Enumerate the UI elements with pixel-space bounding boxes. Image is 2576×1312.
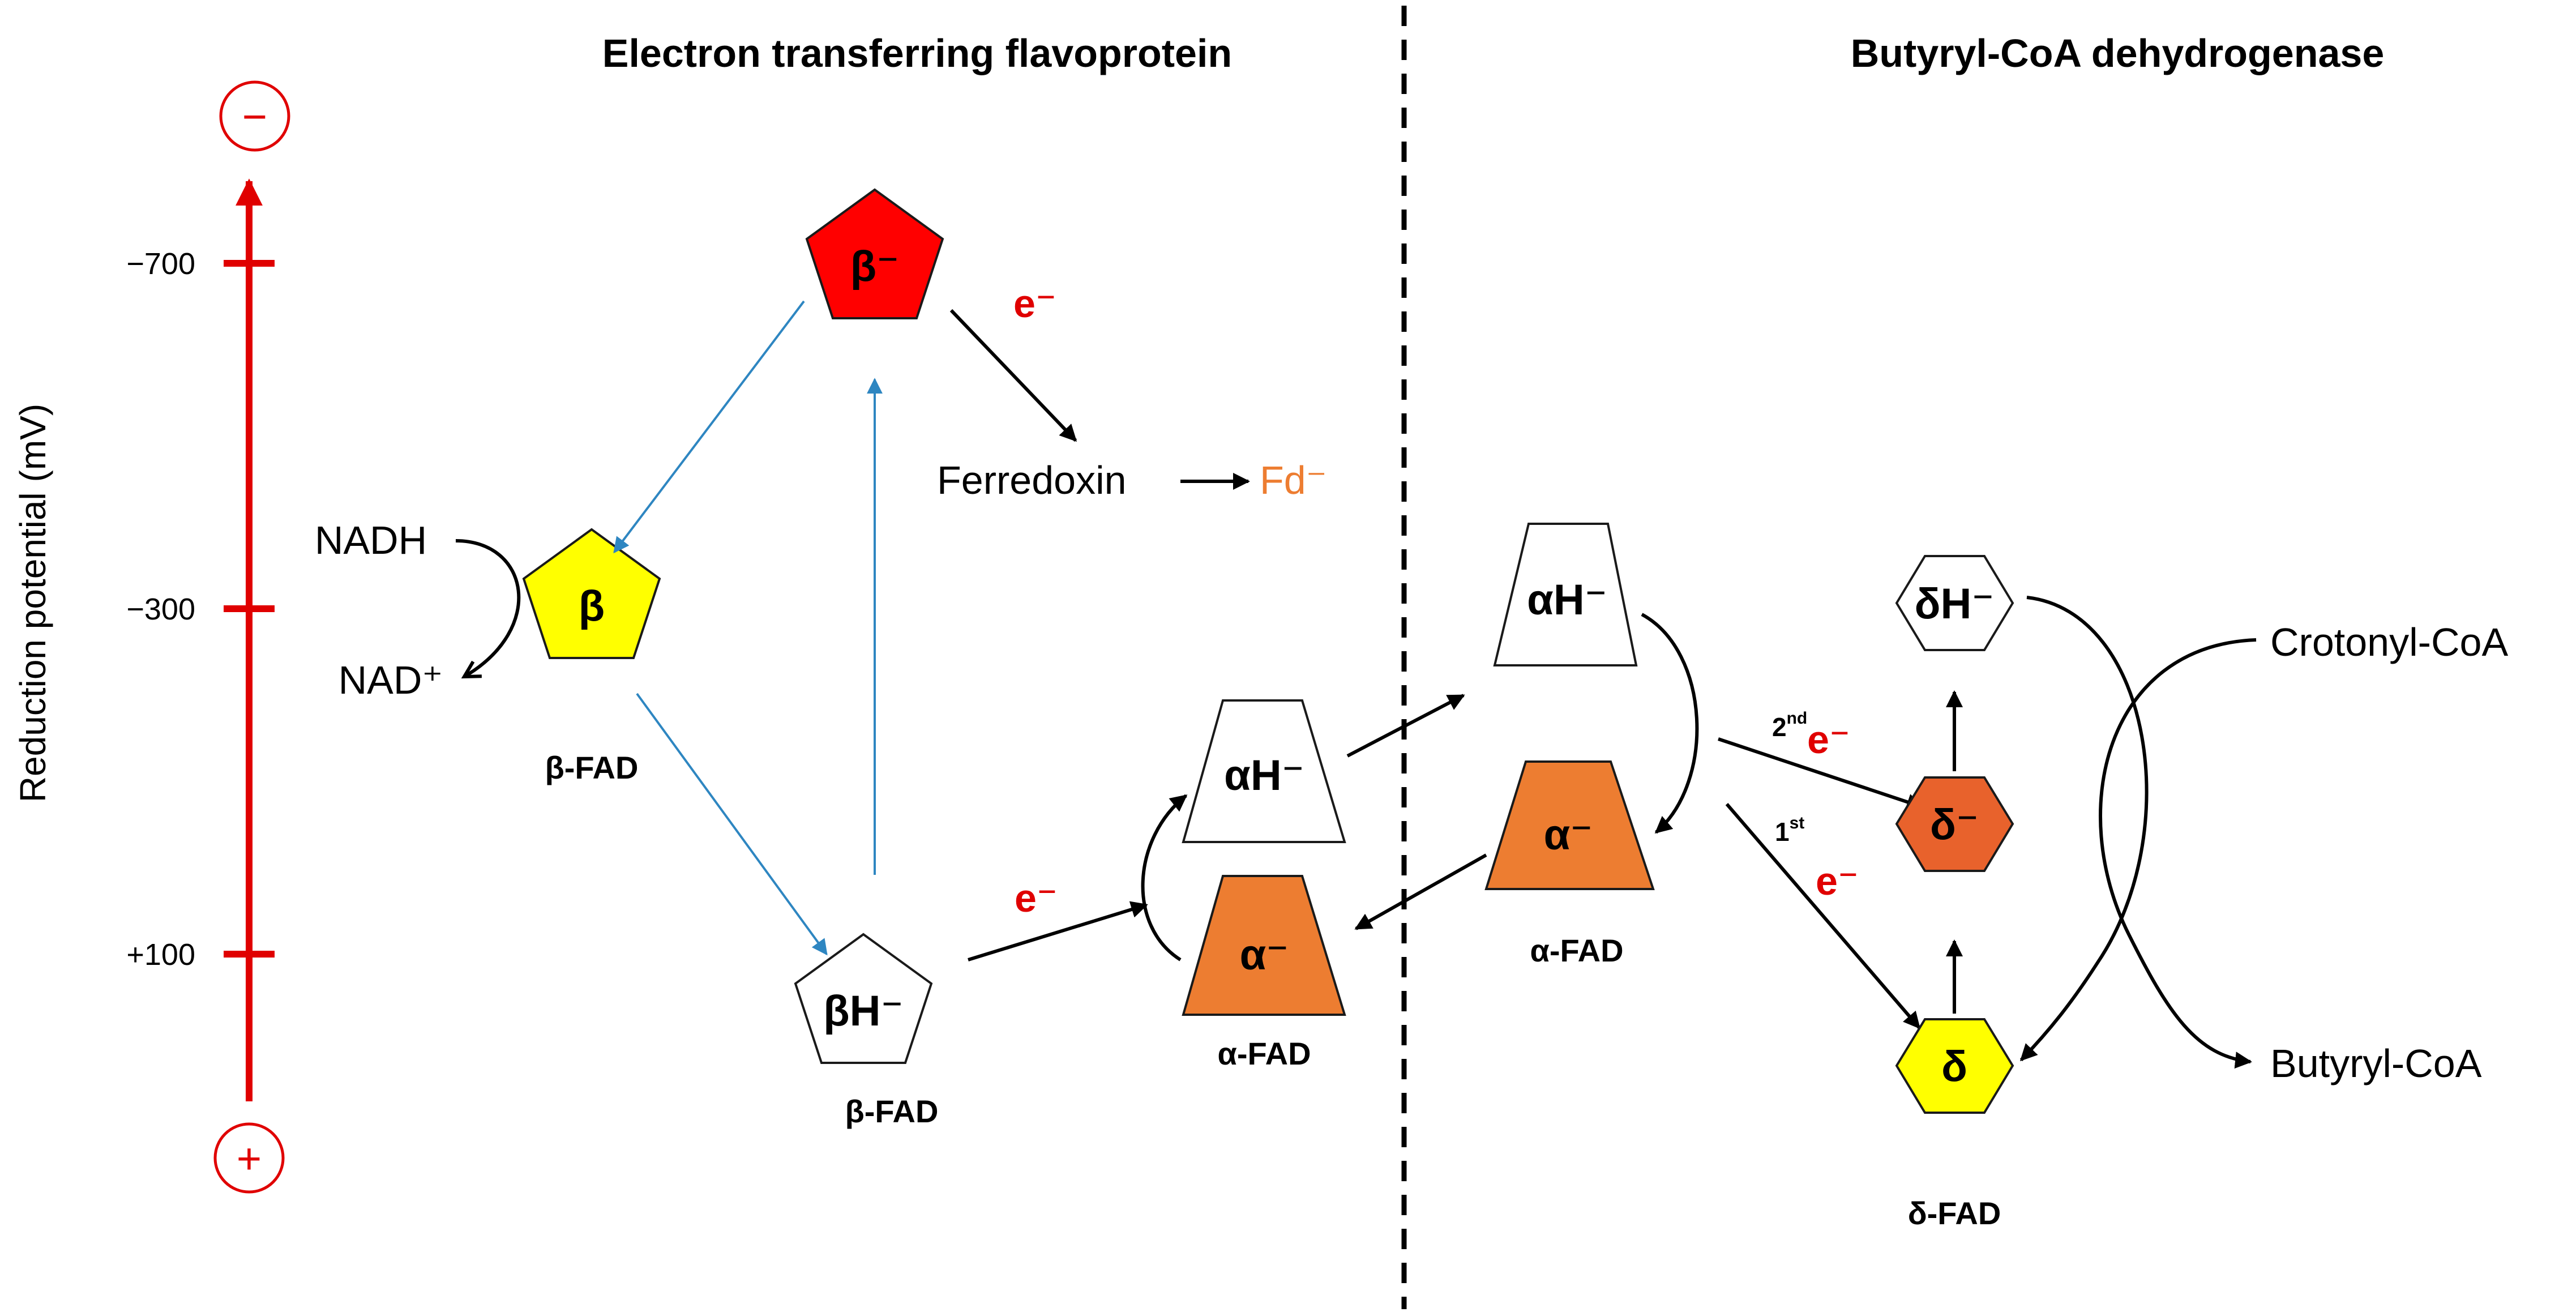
alpha-minus-right-node: α⁻ — [1484, 760, 1655, 890]
arrow-delta-h-to-delta — [2019, 596, 2149, 1062]
delta-hexagon — [1895, 1018, 2014, 1114]
beta-pentagon — [522, 528, 661, 659]
beta-minus-pentagon — [805, 188, 944, 319]
axis-tick-100: +100 — [126, 938, 195, 972]
alpha-minus-left-node: α⁻ — [1182, 875, 1346, 1016]
delta-node: δ — [1895, 1018, 2014, 1114]
delta-fad-caption: δ-FAD — [1908, 1195, 2001, 1231]
alpha-minus-right-trapezoid — [1484, 760, 1655, 890]
arrow-first-electron — [1725, 803, 1921, 1029]
arrow-alpha-h-to-alpha-minus-right — [1641, 613, 1699, 834]
alpha-minus-left-label: α⁻ — [1240, 931, 1289, 979]
first-electron-label: e⁻ — [1816, 859, 1859, 903]
beta-fad-caption-2: β-FAD — [845, 1093, 939, 1129]
beta-minus-label: β⁻ — [850, 242, 900, 290]
delta-h-minus-hexagon — [1895, 555, 2014, 651]
arrow-nadh-to-nad — [455, 539, 521, 677]
electron-label-alpha: e⁻ — [1015, 876, 1058, 920]
beta-minus-node: β⁻ — [805, 188, 944, 319]
axis-tick-300: −300 — [126, 592, 195, 626]
arrow-second-electron — [1718, 737, 1924, 810]
second-electron-ordinal: 2nd — [1772, 709, 1807, 742]
arrow-beta-h-to-alpha — [968, 901, 1148, 961]
nadh-label: NADH — [315, 518, 427, 562]
negative-pole-icon — [219, 80, 290, 152]
arrow-alpha-minus-right-to-left — [1354, 853, 1487, 930]
negative-pole-symbol: − — [242, 93, 267, 141]
positive-pole-icon — [213, 1122, 285, 1194]
alpha-minus-left-trapezoid — [1182, 875, 1346, 1016]
arrow-beta-minus-to-beta — [613, 300, 805, 554]
arrow-crotonyl-to-butyryl — [2099, 638, 2257, 1069]
alpha-h-minus-left-trapezoid — [1182, 699, 1346, 843]
axis-label: Reduction potential (mV) — [12, 404, 53, 802]
alpha-h-minus-right-label: αH⁻ — [1527, 576, 1607, 624]
potential-axis: −700 −300 +100 Reduction potential (mV) … — [12, 80, 290, 1194]
beta-fad-caption-1: β-FAD — [545, 750, 639, 785]
crotonyl-coa-label: Crotonyl-CoA — [2270, 620, 2508, 664]
arrow-alpha-minus-to-alpha-h-left — [1141, 794, 1188, 961]
delta-h-minus-node: δH⁻ — [1895, 555, 2014, 651]
arrow-to-ferredoxin — [949, 309, 1077, 442]
delta-minus-node: δ⁻ — [1895, 776, 2014, 872]
alpha-minus-right-label: α⁻ — [1544, 811, 1593, 859]
alpha-h-minus-right-node: αH⁻ — [1493, 523, 1638, 666]
fd-minus-label: Fd⁻ — [1260, 458, 1327, 502]
beta-h-minus-pentagon — [794, 933, 933, 1064]
alpha-h-minus-left-label: αH⁻ — [1224, 751, 1304, 800]
delta-h-minus-label: δH⁻ — [1914, 580, 1994, 628]
delta-minus-hexagon — [1895, 776, 2014, 872]
beta-node: β — [522, 528, 661, 659]
beta-h-minus-label: βH⁻ — [823, 987, 903, 1035]
butyryl-coa-label: Butyryl-CoA — [2270, 1041, 2482, 1086]
arrow-beta-to-beta-h — [636, 693, 828, 956]
title-etf: Electron transferring flavoprotein — [602, 31, 1232, 75]
alpha-h-minus-right-trapezoid — [1493, 523, 1638, 666]
positive-pole-symbol: + — [237, 1135, 262, 1183]
nad-plus-label: NAD⁺ — [339, 658, 443, 702]
delta-label: δ — [1941, 1042, 1967, 1091]
alpha-fad-caption-1: α-FAD — [1217, 1036, 1311, 1071]
axis-tick-700: −700 — [126, 247, 195, 281]
title-bcd: Butyryl-CoA dehydrogenase — [1851, 31, 2385, 75]
arrow-alpha-h-left-to-right — [1346, 694, 1465, 758]
alpha-h-minus-left-node: αH⁻ — [1182, 699, 1346, 843]
first-electron-ordinal: 1st — [1775, 814, 1804, 847]
second-electron-label: e⁻ — [1807, 717, 1850, 762]
electron-label-ferredoxin: e⁻ — [1013, 281, 1056, 326]
beta-h-minus-node: βH⁻ — [794, 933, 933, 1064]
ferredoxin-label: Ferredoxin — [937, 458, 1127, 502]
delta-minus-label: δ⁻ — [1930, 801, 1979, 849]
alpha-fad-caption-2: α-FAD — [1530, 933, 1623, 968]
beta-label: β — [579, 582, 605, 630]
